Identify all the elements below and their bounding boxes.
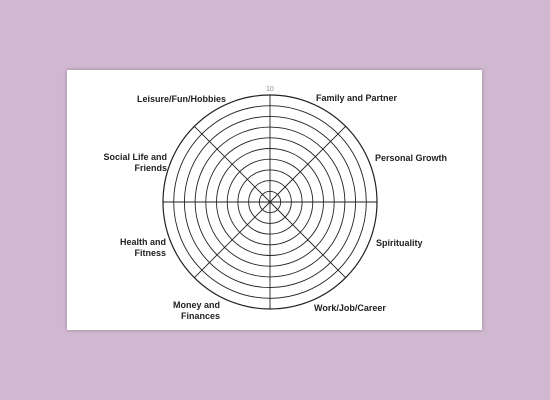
wheel-of-life-card: 10 Family and Partner Personal Growth Sp… [67, 70, 482, 330]
label-social-friends: Social Life and Friends [103, 152, 167, 173]
label-money-finances: Money and Finances [172, 300, 220, 321]
label-personal-growth: Personal Growth [375, 153, 448, 163]
wheel-spoke-8 [194, 126, 271, 203]
label-family-partner: Family and Partner [316, 93, 398, 103]
label-health-fitness: Health and Fitness [119, 237, 166, 258]
label-spirituality: Spirituality [376, 238, 423, 248]
wheel-of-life-chart [162, 94, 378, 310]
label-leisure-hobbies: Leisure/Fun/Hobbies [136, 94, 226, 104]
scale-max-label: 10 [266, 86, 274, 93]
wheel-spoke-4 [269, 201, 346, 278]
wheel-spoke-6 [194, 201, 271, 278]
wheel-spoke-2 [269, 126, 346, 203]
label-work-career: Work/Job/Career [314, 303, 386, 313]
